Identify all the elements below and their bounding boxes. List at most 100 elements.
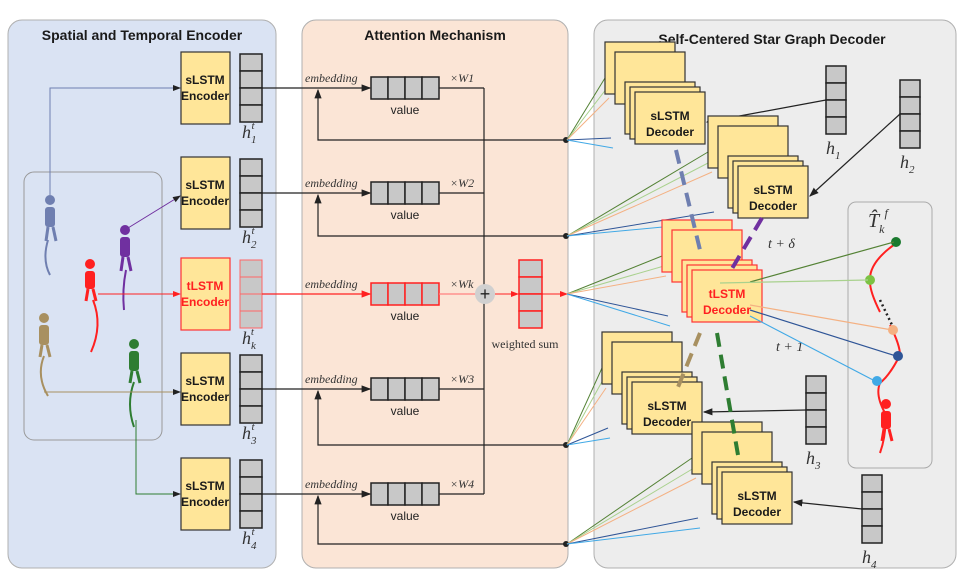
trajectory-label: T̂kf — [868, 206, 889, 236]
attention-fan-line — [566, 467, 695, 545]
feedback-node — [563, 541, 569, 547]
encoder-label: Encoder — [181, 89, 229, 103]
input-arrow-4 — [135, 420, 181, 497]
encoder-label: sLSTM — [185, 479, 224, 493]
feedback-arrow — [314, 494, 566, 545]
encoder-label: Encoder — [181, 495, 229, 509]
attention-fan-line — [566, 171, 713, 237]
decoder-label: Decoder — [646, 125, 694, 139]
encoder-label: Encoder — [181, 390, 229, 404]
value-label: value — [391, 404, 420, 418]
attention-fan-line — [566, 97, 610, 141]
dashed-link-2 — [728, 216, 764, 274]
t-one-label: t + 1 — [776, 340, 803, 355]
attention-fan-line — [566, 265, 665, 295]
embedding-label: embedding — [305, 372, 358, 386]
plus-icon: + — [480, 284, 491, 304]
attention-fan-line — [566, 377, 605, 446]
decoder-input-arrow — [809, 113, 901, 197]
encoder-title: Spatial and Temporal Encoder — [42, 27, 243, 43]
decoder-hidden-label: h2 — [900, 152, 915, 176]
attention-fan-line — [566, 139, 614, 149]
weighted-sum-vector — [518, 259, 543, 329]
input-arrow-2 — [127, 195, 181, 229]
embedding-label: embedding — [305, 176, 358, 190]
trajectory-box — [847, 201, 933, 469]
value-label: value — [391, 208, 420, 222]
feedback-arrow — [314, 193, 566, 237]
hidden-state-vector — [239, 158, 263, 228]
decoder-box[interactable] — [737, 165, 809, 219]
decoder-label: Decoder — [749, 199, 797, 213]
attention-fan-line — [566, 367, 603, 446]
attention-fan-line — [566, 437, 611, 446]
value-label: value — [391, 103, 420, 117]
hidden-state-vector — [239, 459, 263, 529]
attention-fan-line — [566, 477, 697, 545]
decoder-box[interactable] — [691, 269, 763, 323]
attention-row-4: embedding value ×W3 — [262, 372, 569, 448]
encoder-label: tLSTM — [187, 279, 224, 293]
attention-row-5: embedding value ×W4 — [262, 477, 569, 547]
encoder-box[interactable] — [180, 457, 231, 531]
decoder-label: Decoder — [643, 415, 691, 429]
decoder-2: sLSTM Decoder — [707, 115, 809, 219]
pedestrian-1-icon — [44, 195, 58, 276]
footprint-t-1b-icon — [893, 351, 903, 361]
decoder-label: sLSTM — [753, 183, 792, 197]
feedback-node — [563, 233, 569, 239]
embedding-label: embedding — [305, 277, 358, 291]
decoder-hidden-label: h4 — [862, 547, 877, 571]
decoder-box[interactable] — [634, 91, 706, 145]
weight-label: ×W4 — [450, 477, 474, 491]
pedestrian-4-icon — [128, 339, 142, 428]
encoder-box[interactable] — [180, 156, 231, 230]
attention-fan-line — [566, 77, 606, 141]
prediction-lines — [719, 241, 897, 382]
footprint-t-2-icon — [888, 325, 898, 335]
attention-fan-line — [566, 275, 667, 295]
attention-fan-line — [566, 161, 711, 237]
decoder-box[interactable] — [631, 381, 703, 435]
decoder-hidden-vector — [899, 79, 921, 149]
decoder-label: sLSTM — [647, 399, 686, 413]
attention-fan-line — [566, 457, 693, 545]
footprint-t-delta-icon — [891, 237, 901, 247]
t-delta-label: t + δ — [768, 237, 795, 252]
encoder-label: sLSTM — [185, 374, 224, 388]
attention-fan-line — [566, 137, 612, 141]
decoder-hidden-label: h3 — [806, 448, 821, 472]
decoder-label: Decoder — [733, 505, 781, 519]
encoder-box[interactable] — [180, 257, 231, 331]
attention-fan-line — [566, 517, 699, 545]
attention-fan-line — [566, 387, 607, 446]
encoder-label: sLSTM — [185, 73, 224, 87]
scene-box — [23, 171, 163, 441]
decoder-box[interactable] — [721, 471, 793, 525]
decoder-hidden-label: h1 — [826, 138, 841, 162]
weight-label: ×W3 — [450, 372, 474, 386]
embedding-label: embedding — [305, 477, 358, 491]
hidden-state-vector — [239, 53, 263, 123]
target-pedestrian-icon — [880, 399, 894, 442]
value-vector — [370, 482, 440, 506]
value-vector — [370, 282, 440, 306]
attention-fan-line — [566, 527, 701, 545]
embedding-label: embedding — [305, 71, 358, 85]
encoder-box[interactable] — [180, 51, 231, 125]
encoder-box[interactable] — [180, 352, 231, 426]
weight-label: ×W2 — [450, 176, 474, 190]
decoder-input-arrow — [702, 408, 807, 416]
pedestrian-target-icon — [84, 259, 99, 353]
attention-fan-line — [566, 151, 709, 237]
value-label: value — [391, 509, 420, 523]
encoder-label: sLSTM — [185, 178, 224, 192]
